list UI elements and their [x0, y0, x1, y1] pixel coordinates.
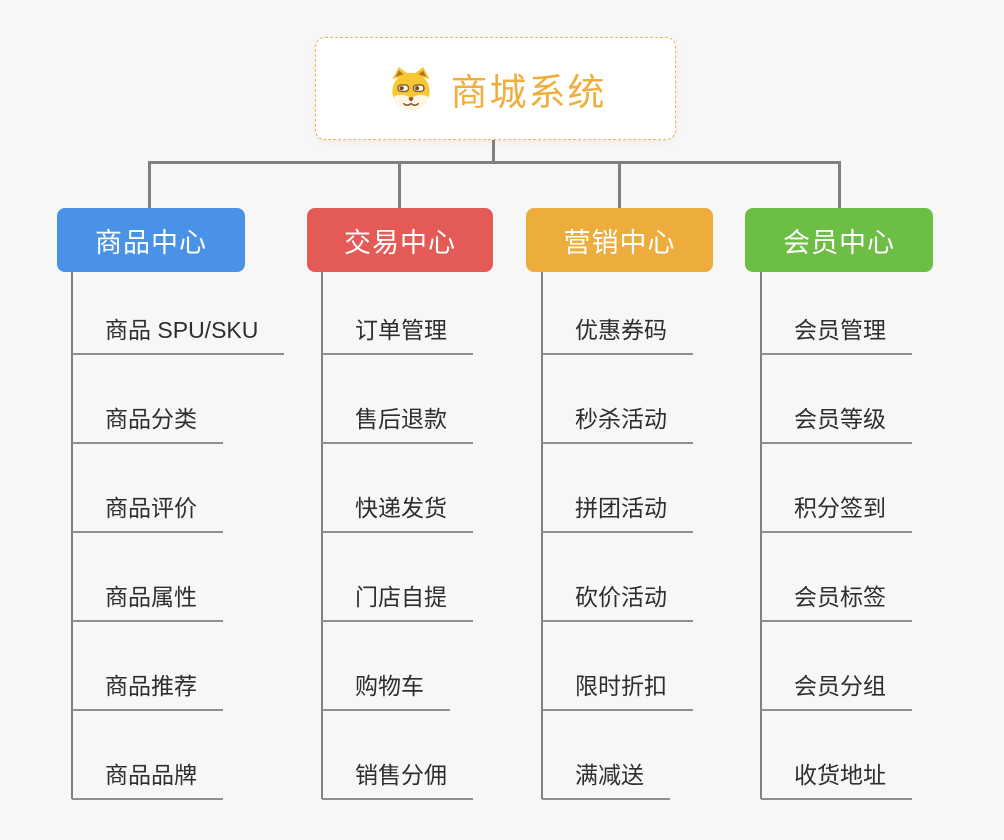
leaf-node[interactable]: 限时折扣: [542, 671, 693, 711]
connector-column-member: [760, 272, 762, 799]
connector-drop-member: [838, 161, 841, 208]
connector-drop-product: [148, 161, 151, 208]
connector-column-product: [71, 272, 73, 799]
leaf-node[interactable]: 商品品牌: [72, 760, 223, 800]
leaf-node[interactable]: 砍价活动: [542, 582, 693, 622]
leaf-node[interactable]: 满减送: [542, 760, 670, 800]
branch-label: 交易中心: [344, 227, 456, 258]
leaf-node[interactable]: 会员等级: [761, 404, 912, 444]
leaf-node[interactable]: 商品 SPU/SKU: [72, 315, 285, 355]
leaf-node[interactable]: 收货地址: [761, 760, 912, 800]
connector-horizontal: [148, 161, 841, 164]
leaf-node[interactable]: 秒杀活动: [542, 404, 693, 444]
leaf-node[interactable]: 会员分组: [761, 671, 912, 711]
root-label: 商城系统: [450, 71, 607, 113]
branch-label: 营销中心: [563, 227, 676, 258]
leaf-node[interactable]: 商品属性: [72, 582, 223, 622]
leaf-node[interactable]: 快递发货: [322, 493, 473, 533]
connector-drop-marketing: [618, 161, 621, 208]
leaf-node[interactable]: 门店自提: [322, 582, 473, 622]
leaf-node[interactable]: 会员标签: [761, 582, 912, 622]
dog-face-icon: [391, 66, 430, 110]
leaf-node[interactable]: 会员管理: [761, 315, 912, 355]
connector-column-marketing: [541, 272, 543, 799]
branch-label: 会员中心: [783, 227, 895, 258]
leaf-node[interactable]: 积分签到: [761, 493, 912, 533]
connector-column-trade: [321, 272, 323, 799]
leaf-node[interactable]: 商品推荐: [72, 671, 223, 711]
leaf-node[interactable]: 商品评价: [72, 493, 223, 533]
connector-root-stub: [492, 139, 495, 162]
branch-node-member-center[interactable]: 会员中心: [745, 208, 933, 272]
leaf-node[interactable]: 拼团活动: [542, 493, 693, 533]
leaf-node[interactable]: 销售分佣: [322, 760, 473, 800]
leaf-node[interactable]: 订单管理: [322, 315, 473, 355]
branch-label: 商品中心: [95, 227, 207, 258]
connector-drop-trade: [398, 161, 401, 208]
branch-node-marketing-center[interactable]: 营销中心: [526, 208, 713, 272]
leaf-node[interactable]: 优惠券码: [542, 315, 693, 355]
branch-node-trade-center[interactable]: 交易中心: [307, 208, 493, 272]
leaf-node[interactable]: 购物车: [322, 671, 450, 711]
branch-node-product-center[interactable]: 商品中心: [57, 208, 245, 272]
leaf-node[interactable]: 商品分类: [72, 404, 223, 444]
leaf-node[interactable]: 售后退款: [322, 404, 473, 444]
root-node[interactable]: 商城系统: [315, 37, 676, 140]
